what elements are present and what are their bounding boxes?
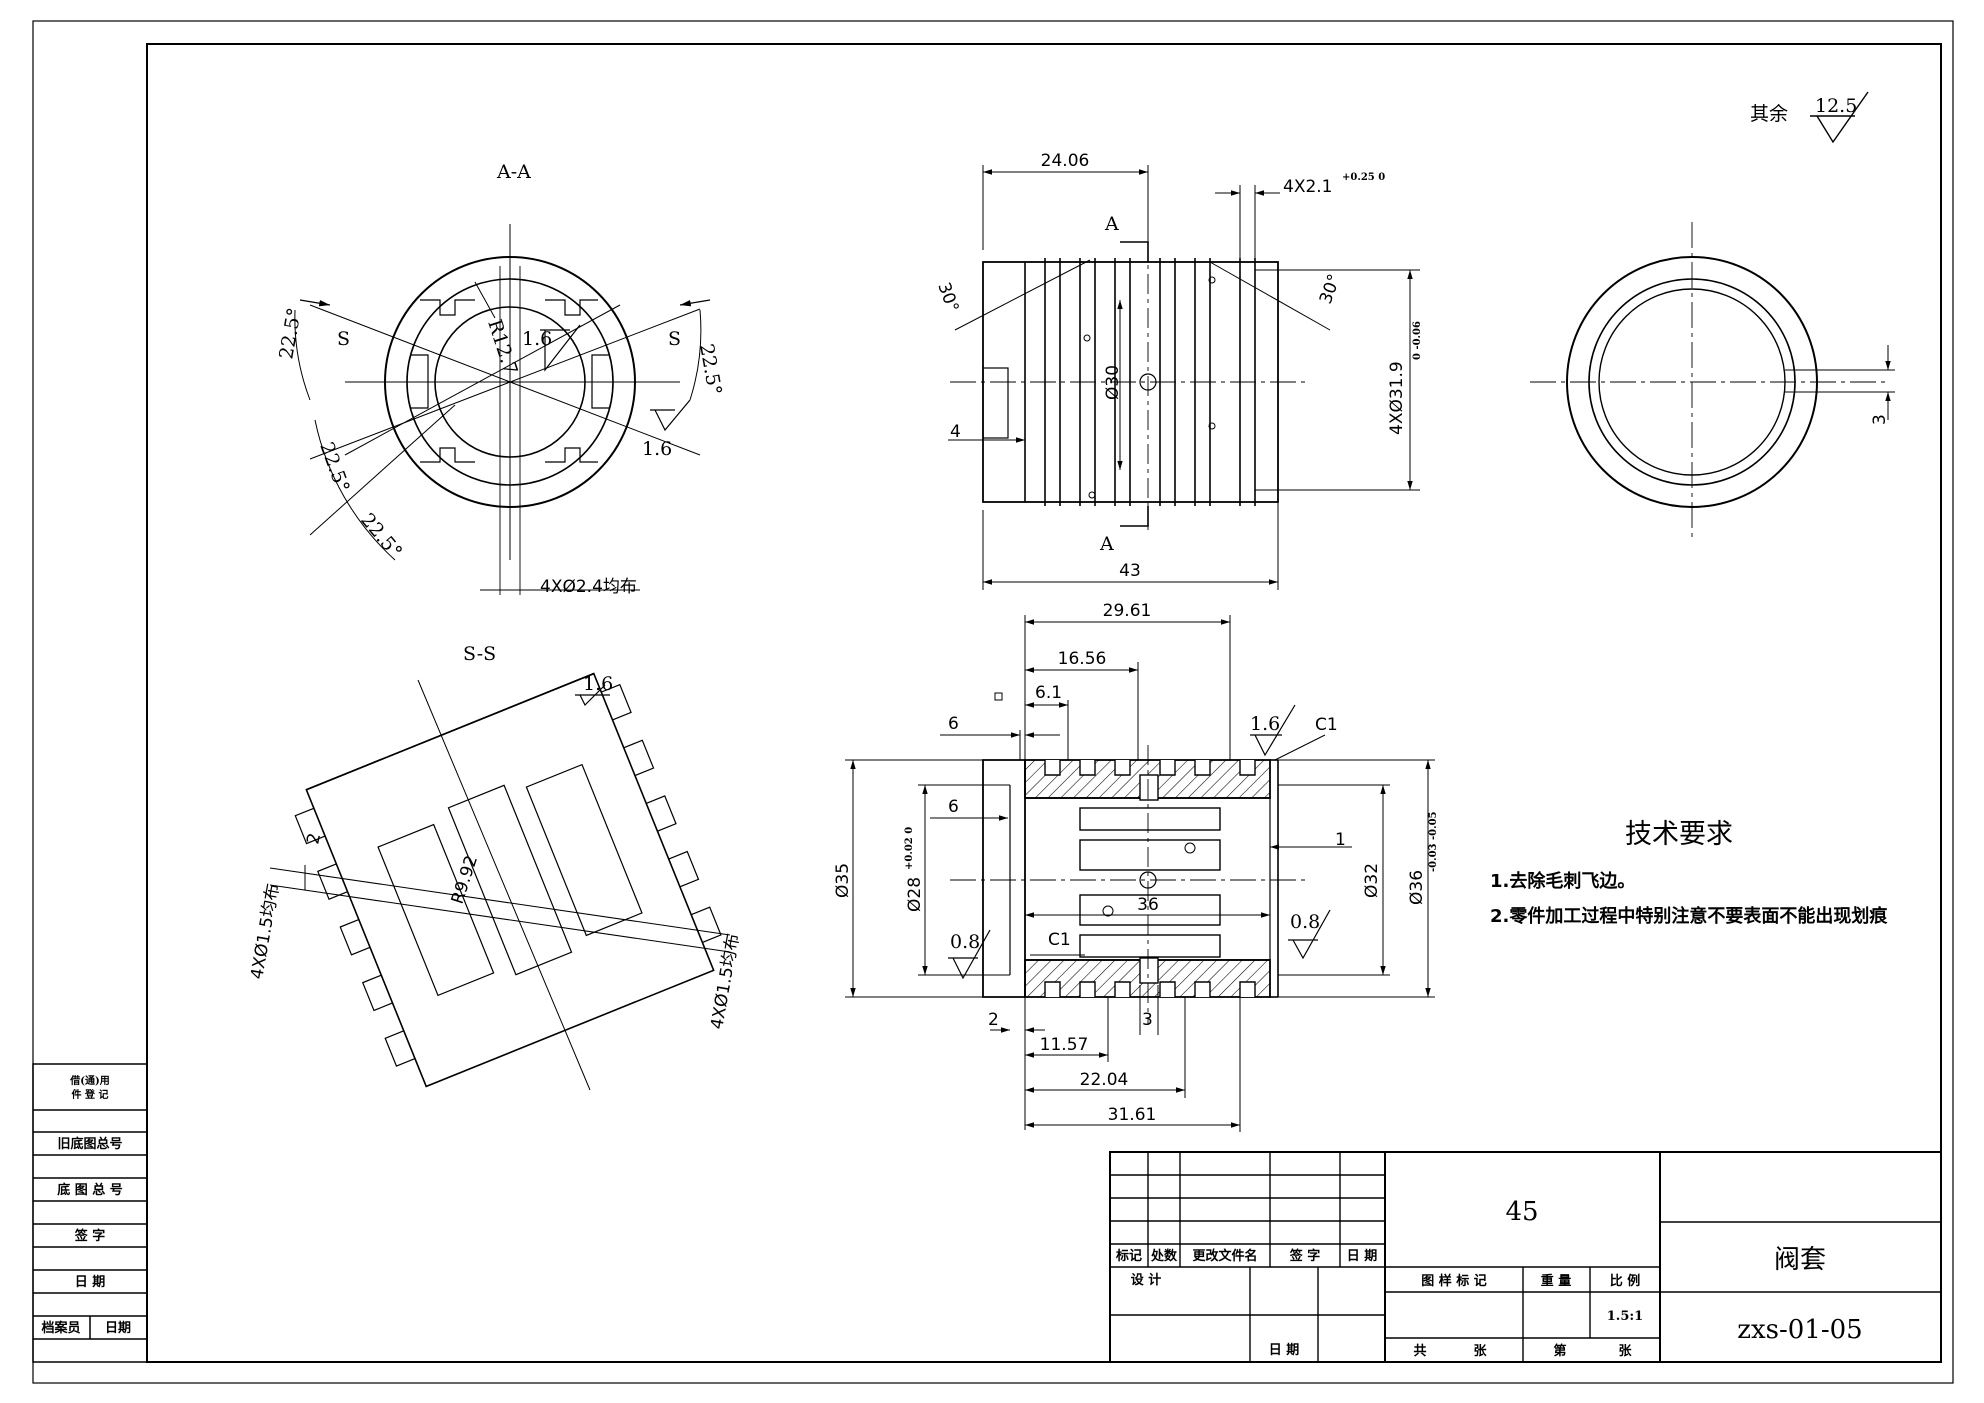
ms-dia28-tol: +0.02 0 xyxy=(904,827,915,870)
ss-dim-2: 2 xyxy=(303,831,325,846)
tb-header-date: 日 期 xyxy=(1347,1249,1378,1264)
ms-dia28: Ø28 xyxy=(905,877,925,912)
ms-dim-61: 6.1 xyxy=(1035,683,1062,703)
left-cell-7: 档案员 xyxy=(41,1320,80,1336)
tb-sheet-label: 第 xyxy=(1553,1343,1566,1359)
tb-mark-label: 图 样 标 记 xyxy=(1421,1273,1487,1289)
tech-req-title: 技术要求 xyxy=(1625,819,1733,850)
tb-sheet-unit: 张 xyxy=(1618,1344,1632,1359)
tb-total-label: 共 xyxy=(1413,1343,1426,1359)
front-angle-right: 30° xyxy=(1316,272,1345,307)
left-cell-1: 借(通)用 xyxy=(69,1074,109,1087)
ms-dim-1157: 11.57 xyxy=(1040,1035,1089,1055)
ms-dia32: Ø32 xyxy=(1362,863,1382,898)
tb-header-count: 处数 xyxy=(1150,1248,1178,1264)
left-cell-8: 日期 xyxy=(105,1321,131,1336)
side-dim-3: 3 xyxy=(1870,414,1890,425)
aa-holes: 4XØ2.4均布 xyxy=(540,577,637,597)
ms-dia36: Ø36 xyxy=(1407,870,1427,905)
general-surface-finish: 其余 12.5 xyxy=(1750,91,1869,144)
left-cell-2: 件 登 记 xyxy=(72,1088,109,1101)
ms-rough-08a: 0.8 xyxy=(1290,911,1320,933)
aa-roughness-2: 1.6 xyxy=(642,438,672,460)
aa-cut-right: S xyxy=(668,328,681,350)
tb-header-file: 更改文件名 xyxy=(1192,1248,1257,1264)
front-dia319: 4XØ31.9 xyxy=(1387,361,1407,435)
front-slot-tol: +0.25 0 xyxy=(1342,172,1385,183)
ss-roughness: 1.6 xyxy=(583,673,613,695)
left-cell-4: 底 图 总 号 xyxy=(57,1182,123,1198)
tb-design: 设 计 xyxy=(1131,1272,1162,1288)
front-dia319-tol: 0 -0.06 xyxy=(1412,321,1423,360)
ms-dim-3: 3 xyxy=(1142,1010,1153,1030)
front-dim-2406: 24.06 xyxy=(1041,151,1090,171)
front-angle-left: 30° xyxy=(933,280,962,315)
ms-dia36-tol: -0.03 -0.05 xyxy=(1428,811,1439,872)
tb-drawing-no: zxs-01-05 xyxy=(1737,1315,1862,1345)
ss-holes-left: 4XØ1.5均布 xyxy=(247,882,284,981)
title-block: 标记 处数 更改文件名 签 字 日 期 设 计 日 期 45 图 样 标 记 重… xyxy=(1109,1151,1942,1363)
tb-header-mark: 标记 xyxy=(1115,1248,1142,1264)
tb-material: 45 xyxy=(1505,1197,1538,1227)
section-aa-title: A-A xyxy=(496,161,531,183)
left-cell-6: 日 期 xyxy=(75,1275,106,1290)
front-cut-top: A xyxy=(1104,213,1119,235)
ms-dim-1: 1 xyxy=(1335,830,1346,850)
tech-req-item-2: 2.零件加工过程中特别注意不要表面不能出现划痕 xyxy=(1490,905,1888,927)
front-view: 24.06 4X2.1 +0.25 0 43 4 Ø30 4XØ31.9 0 -… xyxy=(933,151,1423,590)
ms-dim-2204: 22.04 xyxy=(1080,1070,1129,1090)
main-section-view: 29.61 16.56 6.1 6 6 1.6 C1 C1 1 Ø35 Ø28 … xyxy=(833,601,1439,1132)
section-ss-view: S-S 1.6 2 R9.92 4XØ1.5均布 4XØ1.5均布 xyxy=(247,643,744,1091)
ms-dim-1656: 16.56 xyxy=(1058,649,1107,669)
left-cell-3: 旧底图总号 xyxy=(57,1136,122,1152)
tech-req-item-1: 1.去除毛刺飞边。 xyxy=(1490,870,1635,892)
aa-cut-left: S xyxy=(337,328,350,350)
ms-rough-08b: 0.8 xyxy=(950,931,980,953)
ms-dim-36: 36 xyxy=(1137,895,1159,915)
side-view: 3 xyxy=(1530,222,1895,540)
tb-scale-label: 比 例 xyxy=(1610,1273,1641,1289)
ms-dim-6a: 6 xyxy=(948,714,959,734)
ms-c1-bottom: C1 xyxy=(1048,930,1071,950)
ms-dim-6b: 6 xyxy=(948,797,959,817)
front-dia30: Ø30 xyxy=(1103,365,1123,400)
aa-angle-3: 22.5° xyxy=(315,439,353,495)
aa-angle-1: 22.5° xyxy=(275,306,306,361)
finish-label: 其余 xyxy=(1750,103,1788,125)
front-dim-43: 43 xyxy=(1119,561,1141,581)
aa-radius: R12.7 xyxy=(483,317,521,378)
tb-date: 日 期 xyxy=(1269,1343,1300,1358)
tb-scale-value: 1.5:1 xyxy=(1607,1309,1643,1324)
ms-rough-16: 1.6 xyxy=(1250,713,1280,735)
section-ss-title: S-S xyxy=(463,643,496,665)
technical-requirements: 技术要求 1.去除毛刺飞边。 2.零件加工过程中特别注意不要表面不能出现划痕 xyxy=(1490,819,1888,927)
tb-total-unit: 张 xyxy=(1473,1344,1487,1359)
aa-roughness: 1.6 xyxy=(522,328,552,350)
section-aa-view: A-A 22.5° 22.5° 22.5° 22.5° S S R12.7 xyxy=(275,161,725,597)
front-slot: 4X2.1 xyxy=(1283,177,1333,197)
ms-dim-2: 2 xyxy=(988,1010,999,1030)
ms-dim-3161: 31.61 xyxy=(1108,1105,1157,1125)
tb-header-sign: 签 字 xyxy=(1289,1248,1321,1264)
front-cut-bottom: A xyxy=(1099,533,1114,555)
ms-c1-top: C1 xyxy=(1315,715,1338,735)
front-dim-4: 4 xyxy=(950,422,961,442)
ms-dim-2961: 29.61 xyxy=(1103,601,1152,621)
tb-part-name: 阀套 xyxy=(1774,1245,1826,1275)
tb-weight-label: 重 量 xyxy=(1541,1273,1572,1289)
sheet-frame xyxy=(32,20,1954,1384)
aa-angle-2: 22.5° xyxy=(695,342,726,397)
left-register-block: 借(通)用 件 登 记 旧底图总号 底 图 总 号 签 字 日 期 档案员 日期 xyxy=(32,1063,148,1363)
left-cell-5: 签 字 xyxy=(74,1228,106,1244)
ss-holes-right: 4XØ1.5均布 xyxy=(707,932,744,1031)
aa-angle-4: 22.5° xyxy=(356,509,406,563)
finish-value: 12.5 xyxy=(1815,95,1857,117)
ms-dia35: Ø35 xyxy=(833,863,853,898)
